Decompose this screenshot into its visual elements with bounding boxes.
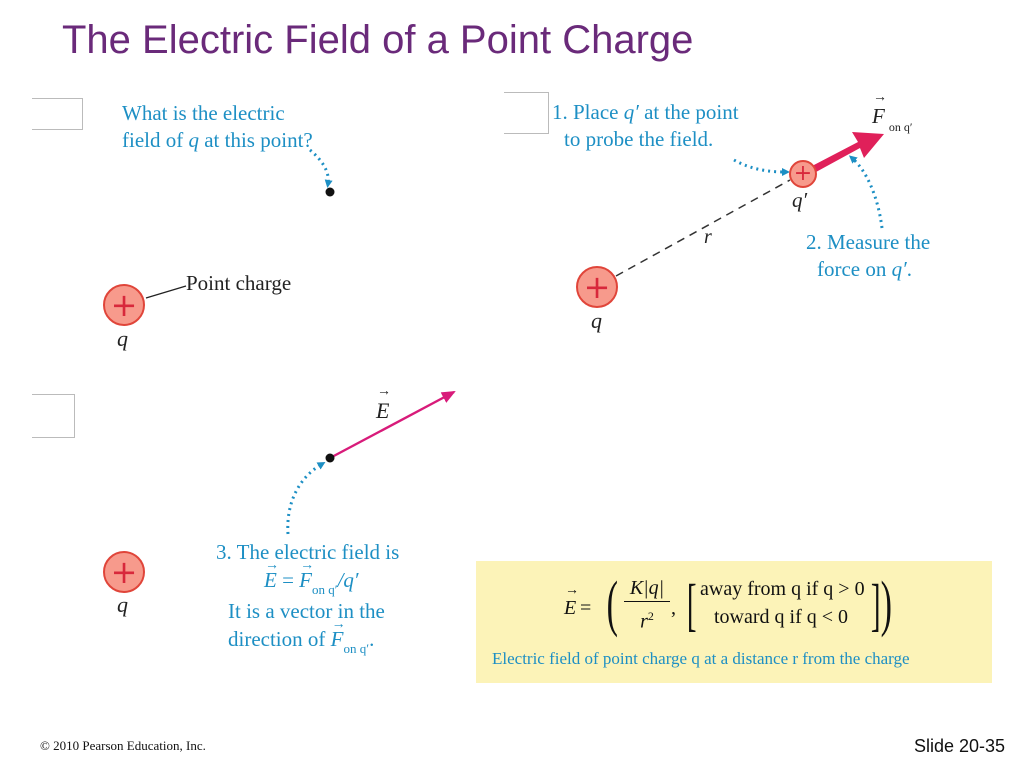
source-charge-b-label: q	[591, 308, 602, 333]
force-label: Fon q′	[872, 90, 912, 134]
field-vector-origin-dot	[325, 453, 335, 463]
formula-case2: toward q if q < 0	[714, 606, 849, 628]
distance-dashed-line	[615, 179, 791, 277]
step2-text: 2. Measure the force on q′.	[806, 229, 930, 283]
source-charge-b: +	[576, 266, 618, 308]
step3-line3: It is a vector in the	[228, 599, 385, 623]
panel-c-tab	[32, 394, 75, 438]
test-charge: +	[789, 160, 817, 188]
formula-cases: away from q if q > 0 toward q if q < 0	[700, 575, 865, 631]
slide-number: Slide 20-35	[914, 736, 1006, 756]
question-text: What is the electric field of q at this …	[122, 100, 313, 154]
formula-equals: =	[580, 597, 592, 619]
point-charge-label: Point charge	[186, 271, 292, 295]
formula-lhs: E	[564, 583, 579, 620]
source-charge-a-label: q	[117, 326, 128, 351]
step2-line2: force on q′.	[817, 257, 912, 281]
test-charge-label: q′	[792, 188, 808, 212]
source-charge-c: +	[103, 551, 145, 593]
measure-pointer-arrow	[848, 155, 884, 229]
formula-bracket-left: [	[686, 572, 697, 637]
source-charge-a: +	[103, 284, 145, 326]
formula-fraction: K|q| r2	[624, 575, 670, 636]
formula-numerator: K|q|	[624, 575, 670, 602]
formula-bracket-right: ]	[870, 572, 881, 637]
point-charge-leader	[145, 285, 187, 299]
field-vector-label: E	[376, 384, 392, 424]
formula-denominator: r2	[640, 609, 654, 633]
step1-text: 1. Place q′ at the point to probe the fi…	[552, 99, 739, 153]
panel-b-tab	[504, 92, 549, 134]
field-point-dot	[325, 187, 335, 197]
panel-a-tab	[32, 98, 83, 130]
question-line2: field of q at this point?	[122, 128, 313, 152]
formula-box: E = ( K|q| r2 , [ away from q if q > 0 t…	[476, 561, 992, 683]
force-arrow	[812, 132, 884, 172]
probe-pointer-arrow	[733, 158, 790, 176]
slide-title: The Electric Field of a Point Charge	[62, 18, 694, 62]
step3-pointer-arrow	[286, 461, 326, 535]
step3-text: 3. The electric field is E = Fon q′/q′ I…	[216, 538, 399, 656]
question-pointer-arrow	[309, 148, 333, 188]
step3-line2: E = Fon q′/q′	[216, 552, 399, 597]
formula-case1: away from q if q > 0	[700, 578, 865, 600]
formula-big-paren-right: )	[880, 570, 893, 638]
copyright-footer: © 2010 Pearson Education, Inc.	[40, 738, 206, 753]
formula-caption: Electric field of point charge q at a di…	[492, 649, 910, 668]
step3-line4: direction of Fon q′.	[216, 611, 399, 656]
distance-label: r	[704, 226, 712, 248]
field-vector-arrow	[329, 390, 456, 460]
source-charge-c-label: q	[117, 592, 128, 617]
step1-line1: 1. Place q′ at the point	[552, 100, 739, 124]
step2-line1: 2. Measure the	[806, 230, 931, 254]
step1-line2: to probe the field.	[564, 127, 714, 151]
formula-comma: ,	[671, 597, 676, 619]
question-line1: What is the electric	[122, 101, 285, 125]
formula-big-paren-left: (	[606, 570, 619, 638]
